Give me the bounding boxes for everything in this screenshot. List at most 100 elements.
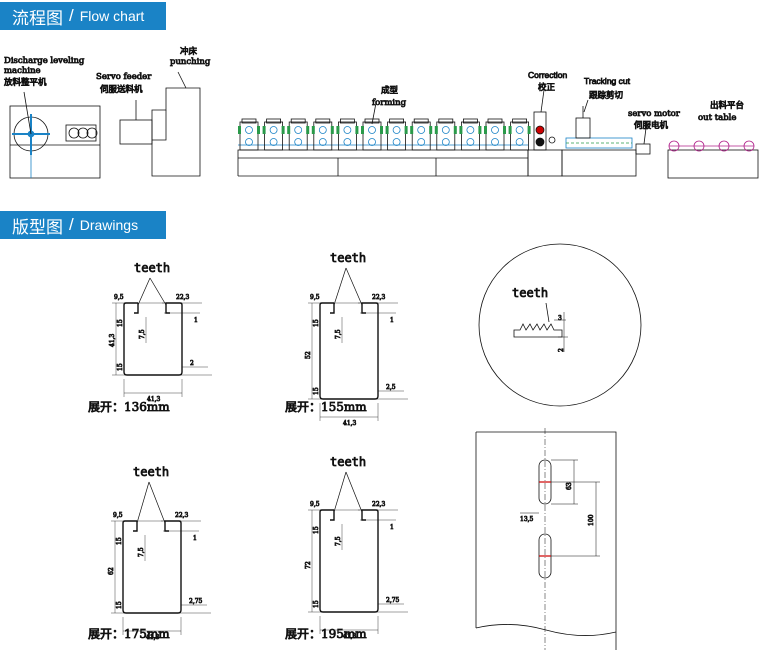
correction-label-cn: 校正: [538, 82, 556, 93]
roller-stand: [434, 118, 457, 151]
roller-stand: [508, 118, 531, 151]
teeth-label: teeth: [330, 455, 366, 469]
dim-lip: 1: [390, 524, 394, 531]
dim-side-upper: 15: [313, 319, 320, 327]
dim-width: 41,3: [146, 634, 160, 641]
table-label-cn: 出料平台: [710, 100, 744, 111]
teeth-detail-dim2: 2: [558, 348, 565, 352]
dim-mid: 7,5: [138, 547, 145, 557]
teeth-detail-dim1: 3: [558, 315, 562, 322]
dim-lip: 1: [194, 317, 198, 324]
dim-side-upper: 15: [117, 319, 124, 327]
channel-outline: [123, 302, 183, 376]
table-label-en: out table: [698, 113, 736, 123]
dim-top-left: 9,5: [114, 294, 124, 301]
servo-label-en: servo motor: [628, 109, 681, 119]
dim-height: 72: [305, 561, 312, 569]
decoiler-label-en1: Discharge leveling: [4, 56, 85, 66]
correction-label-en: Correction: [528, 70, 567, 80]
dim-side-lower: 15: [117, 363, 124, 371]
punching-press: [151, 71, 201, 177]
dim-thickness: 2,75: [189, 598, 203, 605]
channel-lip: [330, 303, 335, 314]
teeth-pointer-left: [137, 277, 151, 306]
decoiler-label-cn: 放料整平机: [4, 77, 47, 88]
cut-label-cn: 跟踪剪切: [589, 90, 623, 101]
teeth-detail: [478, 243, 642, 407]
teeth-label: teeth: [133, 465, 169, 479]
out-table: [667, 140, 759, 179]
roller-stand: [385, 118, 408, 151]
drawings-title-sep: /: [69, 215, 74, 234]
teeth-pointer-right: [345, 267, 363, 306]
servo-feeder: [119, 100, 153, 145]
channel-outline: [122, 520, 182, 614]
teeth-pointer-left: [136, 481, 150, 524]
tracking-cut-unit: [561, 99, 637, 177]
dim-mid: 7,5: [139, 329, 146, 339]
dim-lip: 1: [193, 535, 197, 542]
punch-label-cn: 冲床: [180, 46, 198, 57]
dim-side-lower: 15: [313, 600, 320, 608]
decoiler-label-en2: machine: [4, 66, 41, 76]
roller-stand: [336, 118, 359, 151]
forming-machine: [237, 102, 531, 177]
drawings-header: 版型图 / Drawings: [0, 211, 166, 239]
dim-height: 62: [108, 567, 115, 575]
dim-mid: 7,5: [335, 536, 342, 546]
dim-top-right: 22,3: [372, 501, 386, 508]
slot-detail: [475, 428, 617, 650]
dim-lip: 1: [390, 317, 394, 324]
dim-width: 41,3: [147, 396, 161, 403]
dim-side-lower: 15: [313, 387, 320, 395]
roller-stand: [484, 118, 506, 151]
cut-label-en: Tracking cut: [584, 76, 631, 86]
dim-mid: 7,5: [335, 329, 342, 339]
flow-chart-header: 流程图 / Flow chart: [0, 2, 166, 30]
dim-height: 41,3: [109, 333, 116, 347]
dim-side-upper: 15: [116, 537, 123, 545]
drawings-title-cn: 版型图: [12, 217, 63, 238]
slot-dim-100: 100: [588, 514, 595, 526]
servo-motor: [635, 127, 651, 155]
flow-chart-title-cn: 流程图: [12, 8, 63, 29]
roller-stand: [262, 118, 285, 151]
dim-top-left: 9,5: [113, 512, 123, 519]
drawings-title-en: Drawings: [79, 217, 139, 233]
feeder-label-en: Servo feeder: [96, 72, 152, 82]
roller-stand: [287, 118, 310, 151]
dim-thickness: 2,5: [386, 384, 396, 391]
teeth-detail-label: teeth: [512, 286, 548, 300]
unfold-length: 展开：195mm: [285, 627, 367, 641]
roller-stand: [459, 118, 482, 151]
forming-label-en: forming: [372, 98, 407, 108]
roller-stand: [238, 118, 260, 151]
teeth-pointer-right: [345, 471, 363, 513]
dim-side-lower: 15: [116, 601, 123, 609]
channel-lip: [133, 521, 138, 532]
channel-outline: [319, 509, 379, 613]
unfold-length: 展开：155mm: [285, 400, 367, 414]
correction-unit: [527, 89, 563, 177]
roller-stand: [410, 118, 433, 151]
slot-dim-63: 63: [566, 482, 573, 490]
teeth-pointer-right: [149, 277, 167, 306]
unfold-length: 展开：175mm: [88, 627, 170, 641]
teeth-label: teeth: [134, 261, 170, 275]
channel-lip: [134, 303, 139, 314]
dim-top-left: 9,5: [310, 501, 320, 508]
teeth-pointer-left: [333, 471, 347, 513]
forming-label-cn: 成型: [381, 85, 399, 96]
flow-chart-title-sep: /: [69, 6, 74, 25]
teeth-label: teeth: [330, 251, 366, 265]
dim-width: 41,3: [343, 633, 357, 640]
dim-thickness: 2: [190, 360, 194, 367]
flow-chart-title-en: Flow chart: [79, 8, 145, 24]
channel-outline: [319, 302, 379, 400]
roller-stand: [311, 118, 334, 151]
feeder-label-cn: 伺服送料机: [100, 84, 143, 95]
